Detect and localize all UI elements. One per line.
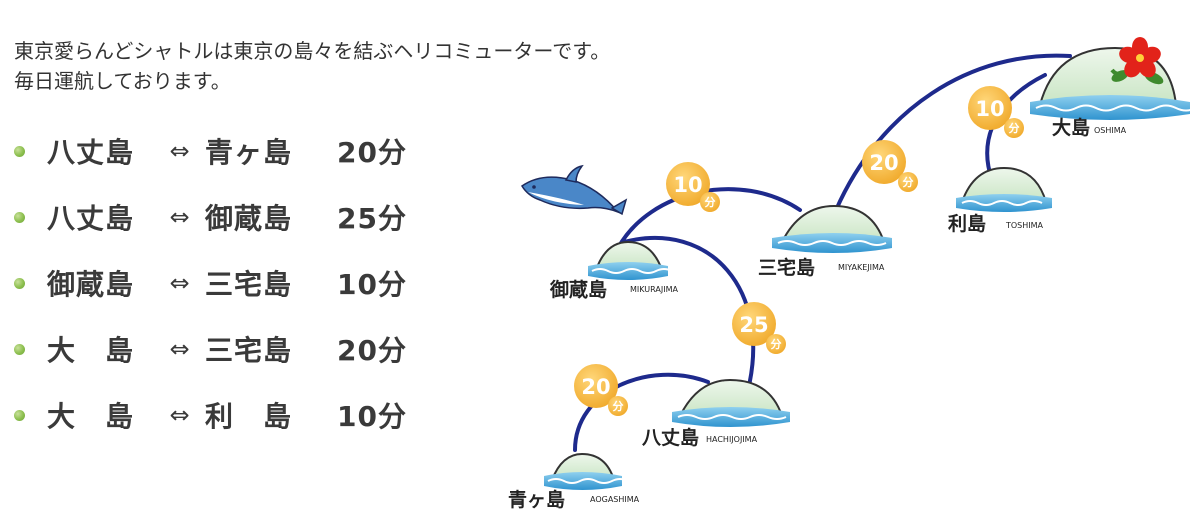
badge-mikurajima-hachijojima: 25 分 (732, 302, 786, 354)
route-item: 八丈島 ⇔ 青ヶ島 20分 (14, 118, 407, 184)
badge-unit-oshima-toshima: 分 (1009, 121, 1020, 135)
route-map: 大島 OSHIMA 利島 TOSHIMA 三宅島 MIYAKEJIMA (508, 37, 1196, 511)
island-mikurajima: 御蔵島 MIKURAJIMA (549, 240, 678, 301)
badge-unit-oshima-miyakejima: 分 (903, 175, 914, 189)
route-item: 大 島 ⇔ 三宅島 20分 (14, 316, 407, 382)
bidirectional-arrow-icon: ⇔ (169, 203, 191, 231)
island-roman-miyakejima: MIYAKEJIMA (838, 263, 885, 272)
badge-unit-hachijojima-aogashima: 分 (613, 399, 624, 413)
island-name-toshima: 利島 (948, 212, 986, 235)
route-to: 青ヶ島 (205, 136, 293, 169)
island-hachijojima: 八丈島 HACHIJOJIMA (642, 378, 790, 449)
route-from: 大 島 (47, 334, 135, 367)
badge-unit-mikurajima-hachijojima: 分 (771, 337, 782, 351)
route-time: 10分 (337, 400, 407, 433)
badge-oshima-toshima: 10 分 (968, 86, 1024, 138)
island-aogashima: 青ヶ島 AOGASHIMA (508, 452, 640, 511)
island-name-hachijojima: 八丈島 (642, 426, 699, 449)
bullet-icon (14, 343, 25, 355)
island-name-miyakejima: 三宅島 (758, 256, 815, 279)
island-roman-mikurajima: MIKURAJIMA (630, 285, 678, 294)
badge-time-hachijojima-aogashima: 20 (581, 375, 610, 399)
badge-oshima-miyakejima: 20 分 (862, 140, 918, 192)
island-name-aogashima: 青ヶ島 (508, 488, 565, 511)
badge-miyakejima-mikurajima: 10 分 (666, 162, 720, 212)
route-item: 八丈島 ⇔ 御蔵島 25分 (14, 184, 407, 250)
route-item: 大 島 ⇔ 利 島 10分 (14, 382, 407, 448)
badge-time-oshima-toshima: 10 (975, 97, 1004, 121)
bullet-icon (14, 277, 25, 289)
intro-text: 東京愛らんどシャトルは東京の島々を結ぶヘリコミューターです。 毎日運航しておりま… (14, 36, 774, 96)
island-oshima: 大島 OSHIMA (1030, 46, 1196, 139)
intro-line-2: 毎日運航しております。 (14, 69, 231, 93)
route-to: 御蔵島 (205, 202, 293, 235)
badge-time-oshima-miyakejima: 20 (869, 151, 898, 175)
route-from: 大 島 (47, 400, 135, 433)
bullet-icon (14, 145, 25, 157)
island-miyakejima: 三宅島 MIYAKEJIMA (758, 204, 892, 279)
route-time: 20分 (337, 334, 407, 367)
island-roman-oshima: OSHIMA (1094, 126, 1127, 135)
route-time: 20分 (337, 136, 407, 169)
island-name-oshima: 大島 (1052, 116, 1090, 139)
bidirectional-arrow-icon: ⇔ (169, 137, 191, 165)
route-list: 八丈島 ⇔ 青ヶ島 20分 八丈島 ⇔ 御蔵島 25分 御蔵島 ⇔ 三宅島 10… (14, 118, 407, 448)
badge-hachijojima-aogashima: 20 分 (574, 364, 628, 416)
route-from: 御蔵島 (47, 268, 135, 301)
route-line-oshima-miyakejima (834, 53, 1072, 212)
island-name-mikurajima: 御蔵島 (549, 278, 607, 301)
route-time: 10分 (337, 268, 407, 301)
dolphin-icon (520, 164, 628, 216)
route-from: 八丈島 (47, 136, 135, 169)
bidirectional-arrow-icon: ⇔ (169, 335, 191, 363)
badge-time-miyakejima-mikurajima: 10 (673, 173, 702, 197)
route-to: 三宅島 (205, 268, 293, 301)
badge-unit-miyakejima-mikurajima: 分 (705, 195, 716, 209)
route-to: 利 島 (205, 400, 293, 433)
island-roman-toshima: TOSHIMA (1005, 221, 1044, 230)
intro-line-1: 東京愛らんどシャトルは東京の島々を結ぶヘリコミューターです。 (14, 39, 611, 63)
bullet-icon (14, 211, 25, 223)
route-time: 25分 (337, 202, 407, 235)
bidirectional-arrow-icon: ⇔ (169, 401, 191, 429)
route-item: 御蔵島 ⇔ 三宅島 10分 (14, 250, 407, 316)
island-toshima: 利島 TOSHIMA (948, 166, 1052, 235)
bullet-icon (14, 409, 25, 421)
route-from: 八丈島 (47, 202, 135, 235)
island-roman-aogashima: AOGASHIMA (590, 495, 640, 504)
route-to: 三宅島 (205, 334, 293, 367)
bidirectional-arrow-icon: ⇔ (169, 269, 191, 297)
island-roman-hachijojima: HACHIJOJIMA (706, 435, 758, 444)
badge-time-mikurajima-hachijojima: 25 (739, 313, 768, 337)
route-line-mikurajima-hachijojima (622, 235, 756, 392)
route-line-hachijojima-aogashima (573, 372, 710, 452)
hibiscus-flower-icon (1110, 37, 1164, 85)
